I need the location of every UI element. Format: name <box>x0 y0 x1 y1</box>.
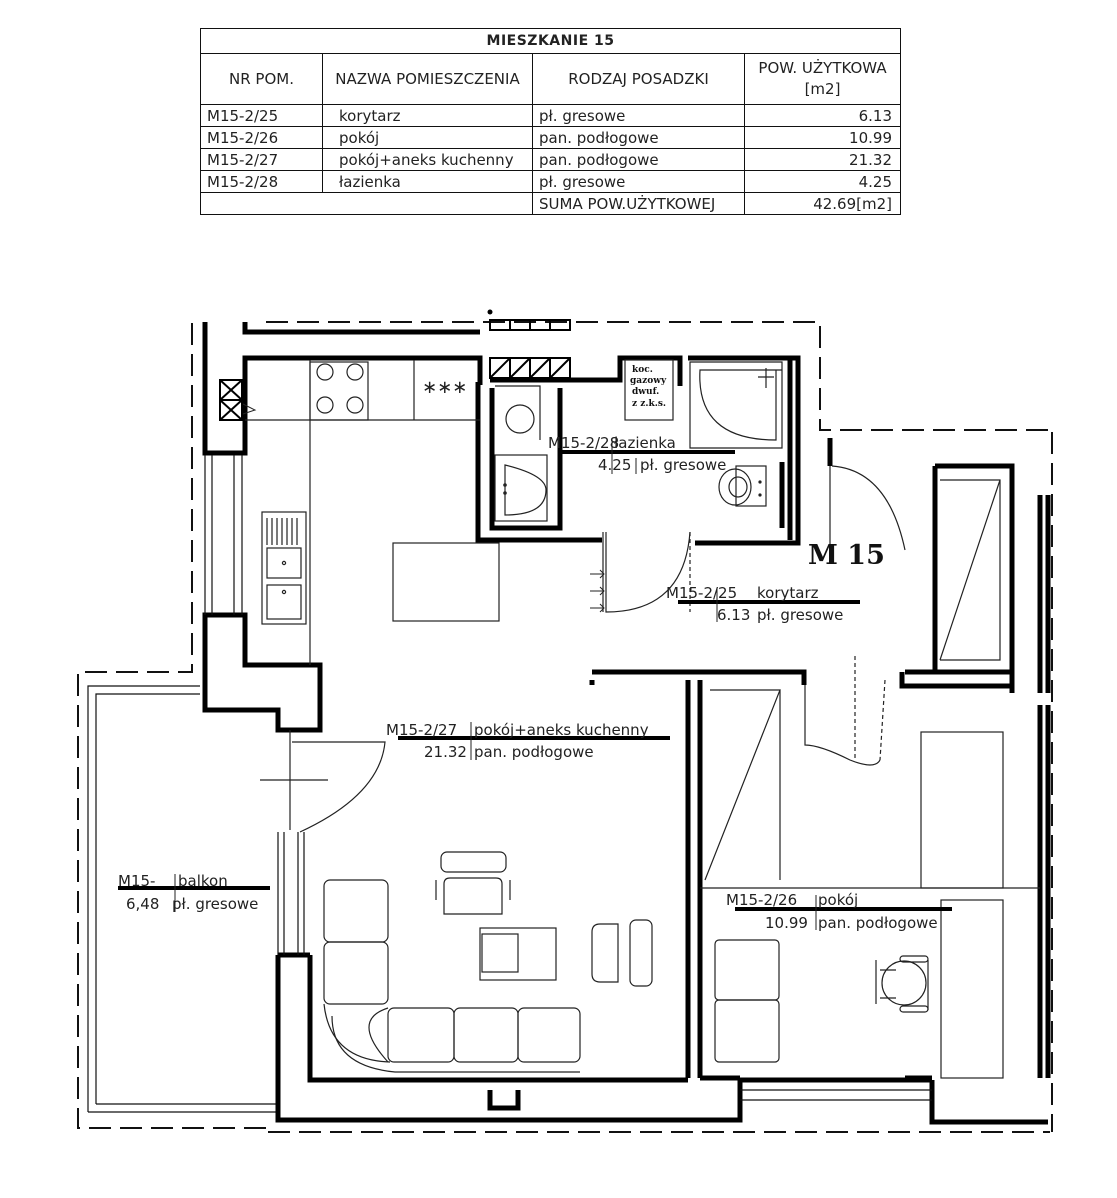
table-header-row: NR POM. NAZWA POMIESZCZENIA RODZAJ POSAD… <box>200 53 901 105</box>
svg-text:z z.k.s.: z z.k.s. <box>632 399 666 409</box>
row-nr: M15-2/26 <box>200 126 323 149</box>
corridor-arrows <box>242 403 605 613</box>
windows <box>204 455 932 1101</box>
header-nr: NR POM. <box>200 53 323 105</box>
bedroom-furniture <box>714 731 1004 1079</box>
bathroom-area: 4.25 <box>598 456 631 474</box>
corridor-code: M15-2/25 <box>666 584 737 602</box>
row-nr: M15-2/28 <box>200 170 323 193</box>
apartment-label: M 15 <box>808 540 885 571</box>
hob-symbol: ∗∗∗ <box>422 377 467 398</box>
corridor-area: 6.13 <box>717 606 750 624</box>
boiler-label: koc. gazowy dwuf. z z.k.s. <box>630 365 667 409</box>
header-area: POW. UŻYTKOWA [m2] <box>744 53 901 105</box>
header-floor: RODZAJ POSADZKI <box>532 53 745 105</box>
table-row: M15-2/25 korytarz pł. gresowe 6.13 <box>200 104 901 127</box>
svg-text:dwuf.: dwuf. <box>632 387 659 397</box>
marker-dot <box>487 309 493 315</box>
corridor-floor: pł. gresowe <box>757 606 843 624</box>
building-outline-dashed <box>77 321 1053 1133</box>
row-name: korytarz <box>322 104 533 127</box>
row-name: pokój <box>322 126 533 149</box>
bathroom-fixtures <box>494 359 783 613</box>
kitchen-fixtures <box>245 360 500 665</box>
living-furniture <box>260 779 653 1073</box>
header-area-line1: POW. UŻYTKOWA <box>758 59 887 77</box>
bedroom-name: pokój <box>818 891 858 909</box>
sum-value: 42.69[m2] <box>744 192 901 215</box>
bathroom-code: M15-2/28 <box>548 434 619 452</box>
table-sum-row: SUMA POW.UŻYTKOWEJ 42.69[m2] <box>200 192 901 215</box>
bathroom-name: łazienka <box>614 434 676 452</box>
balcony-name: balkon <box>178 872 228 890</box>
balcony-area: 6,48 <box>126 895 159 913</box>
row-name: łazienka <box>322 170 533 193</box>
bedroom-area: 10.99 <box>765 914 808 932</box>
door-swings <box>289 465 1040 889</box>
bathroom-floor: pł. gresowe <box>640 456 726 474</box>
header-area-line2: [m2] <box>804 80 841 98</box>
balcony-floor: pł. gresowe <box>172 895 258 913</box>
living-area: 21.32 <box>424 743 467 761</box>
balcony-code: M15- <box>118 872 155 890</box>
balcony-outline <box>87 685 278 1113</box>
bedroom-floor: pan. podłogowe <box>818 914 938 932</box>
svg-text:gazowy: gazowy <box>630 376 667 386</box>
svg-text:koc.: koc. <box>632 365 653 375</box>
ventilation-shafts <box>219 319 571 421</box>
bedroom-code: M15-2/26 <box>726 891 797 909</box>
row-floor: pł. gresowe <box>532 104 745 127</box>
sum-label: SUMA POW.UŻYTKOWEJ <box>532 192 745 215</box>
table-row: M15-2/28 łazienka pł. gresowe 4.25 <box>200 170 901 193</box>
walls <box>202 322 1051 1125</box>
living-name: pokój+aneks kuchenny <box>474 721 649 739</box>
label-underlines <box>118 450 952 911</box>
table-row: M15-2/26 pokój pan. podłogowe 10.99 <box>200 126 901 149</box>
label-dividers <box>174 438 817 930</box>
living-code: M15-2/27 <box>386 721 457 739</box>
room-table: MIESZKANIE 15 NR POM. NAZWA POMIESZCZENI… <box>200 28 901 215</box>
row-nr: M15-2/27 <box>200 148 323 171</box>
table-title: MIESZKANIE 15 <box>200 28 901 54</box>
sink-taps <box>503 480 762 497</box>
living-floor: pan. podłogowe <box>474 743 594 761</box>
corridor-name: korytarz <box>757 584 819 602</box>
